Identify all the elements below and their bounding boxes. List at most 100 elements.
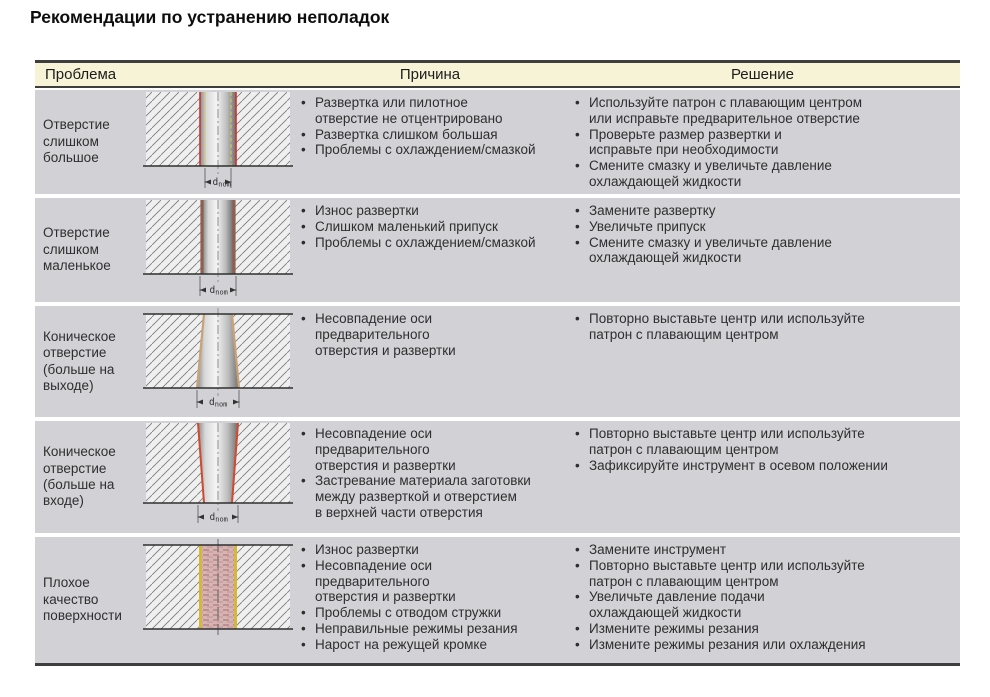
cause-text: Проблемы с охлаждением/смазкой <box>315 234 536 250</box>
solution-text: Увеличьте давление подачи охлаждающей жи… <box>589 589 765 621</box>
bullet-marker: • <box>301 142 306 158</box>
illustration-cell: dnom <box>140 90 295 194</box>
solution-text: Используйте патрон с плавающим центром и… <box>589 95 862 126</box>
solution-cell: • Используйте патрон с плавающим центром … <box>565 90 960 194</box>
dimension-dnom: dnom <box>197 512 238 524</box>
illustration-cell <box>140 537 295 663</box>
bullet-marker: • <box>575 158 580 174</box>
solution-text: Смените смазку и увеличьте давление охла… <box>589 158 832 189</box>
dimension-dnom: dnom <box>199 285 236 297</box>
hole-too-small-illustration: dnom <box>142 200 293 297</box>
solution-text: Замените инструмент <box>589 542 727 557</box>
table-row: Отверстие слишком большое <box>35 90 960 194</box>
bullet-marker: • <box>575 95 580 110</box>
list-item: •Слишком маленький припуск <box>299 219 563 235</box>
list-item: •Замените инструмент <box>573 542 958 558</box>
bullet-marker: • <box>575 557 580 573</box>
bullet-marker: • <box>575 426 580 441</box>
bullet-marker: • <box>301 95 306 110</box>
cause-cell: • Износ развертки •Слишком маленький прип… <box>295 198 565 302</box>
bullet-marker: • <box>575 636 580 652</box>
problem-label: Отверстие слишком маленькое <box>43 225 111 274</box>
cause-text: Износ развертки <box>315 542 419 557</box>
table-row: Отверстие слишком маленькое <box>35 198 960 302</box>
page-title: Рекомендации по устранению неполадок <box>30 7 390 27</box>
cause-list: • Износ развертки •Слишком маленький прип… <box>299 203 563 250</box>
bullet-marker: • <box>575 203 580 218</box>
bullet-marker: • <box>575 311 580 326</box>
list-item: • Замените развертку <box>573 203 958 219</box>
bullet-marker: • <box>301 542 306 557</box>
table-row: Плохое качество поверхности •Износ ра <box>35 537 960 663</box>
bullet-marker: • <box>301 311 306 326</box>
cause-text: Износ развертки <box>315 203 419 218</box>
problem-label: Коническое отверстие (больше на выходе) <box>43 328 116 393</box>
solution-text: Измените режимы резания или охлаждения <box>589 636 866 652</box>
list-item: •Развертка или пилотное отверстие не отц… <box>299 95 563 127</box>
solution-text: Измените режимы резания <box>589 620 759 636</box>
list-item: •Увеличьте давление подачи охлаждающей ж… <box>573 589 958 621</box>
solution-list: • Повторно выставьте центр или используйт… <box>573 311 958 343</box>
header-cause: Причина <box>399 66 461 83</box>
list-item: • Смените смазку и увеличьте давление охл… <box>573 158 958 190</box>
cause-text: Несовпадение оси предварительного отверс… <box>315 311 456 358</box>
cause-text: Проблемы с отводом стружки <box>315 605 502 621</box>
solution-text: Проверьте размер развертки и исправьте п… <box>589 126 782 158</box>
solution-text: Увеличьте припуск <box>589 218 706 234</box>
hole-too-large-illustration: dnom <box>142 92 293 189</box>
list-item: • Повторно выставьте центр или используйт… <box>573 311 958 343</box>
list-item: • Проблемы с охлаждением/смазкой <box>299 142 563 158</box>
tapered-hole-entry-illustration: dnom <box>142 423 293 524</box>
problem-label: Коническое отверстие (больше на входе) <box>43 444 116 509</box>
bullet-marker: • <box>301 473 306 489</box>
cause-text: Несовпадение оси предварительного отверс… <box>315 557 456 605</box>
solution-text: Смените смазку и увеличьте давление охла… <box>589 234 832 266</box>
bullet-marker: • <box>301 426 306 441</box>
bullet-marker: • <box>575 218 580 234</box>
tapered-hole-exit-illustration: dnom <box>142 308 293 409</box>
cause-text: Проблемы с охлаждением/смазкой <box>315 142 536 158</box>
list-item: • Повторно выставьте центр или используйт… <box>573 426 958 458</box>
poor-surface-illustration <box>142 539 293 635</box>
cause-cell: • Износ развертки • Несовпадение оси предв… <box>295 537 565 663</box>
cause-cell: •Несовпадение оси предварительного отвер… <box>295 421 565 533</box>
dnom-label: dnom <box>209 397 227 409</box>
solution-text: Замените развертку <box>589 203 716 218</box>
table-body: Отверстие слишком большое <box>35 90 960 666</box>
list-item: •Смените смазку и увеличьте давление охл… <box>573 235 958 267</box>
cause-list: • Износ развертки • Несовпадение оси предв… <box>299 542 563 652</box>
list-item: •Проблемы с отводом стружки <box>299 605 563 621</box>
bullet-marker: • <box>301 218 306 234</box>
illustration-cell: dnom <box>140 306 295 417</box>
cause-list: •Развертка или пилотное отверстие не отц… <box>299 95 563 158</box>
list-item: •Застревание материала заготовки между р… <box>299 473 563 520</box>
list-item: •Несовпадение оси предварительного отвер… <box>299 426 563 473</box>
list-item: • Несовпадение оси предварительного отвер… <box>299 558 563 605</box>
cause-list: •Несовпадение оси предварительного отвер… <box>299 426 563 521</box>
bullet-marker: • <box>301 234 306 250</box>
list-item: • Износ развертки <box>299 203 563 219</box>
solution-cell: • Повторно выставьте центр или используйт… <box>565 306 960 417</box>
bullet-marker: • <box>301 636 306 652</box>
bullet-marker: • <box>301 557 306 573</box>
cause-text: Нарост на режущей кромке <box>315 636 487 652</box>
solution-text: Повторно выставьте центр или используйте… <box>589 311 865 342</box>
solution-cell: • Повторно выставьте центр или используйт… <box>565 421 960 533</box>
bullet-marker: • <box>301 126 306 142</box>
table-header-row: Проблема Причина Решение <box>35 60 960 88</box>
dnom-label: dnom <box>209 285 227 297</box>
problem-label: Отверстие слишком большое <box>43 117 110 166</box>
bullet-marker: • <box>301 203 306 218</box>
bullet-marker: • <box>301 620 306 636</box>
list-item: •Развертка слишком большая <box>299 127 563 143</box>
illustration-cell: dnom <box>140 198 295 302</box>
dnom-label: dnom <box>212 177 230 189</box>
list-item: •Проверьте размер развертки и исправьте … <box>573 127 958 159</box>
cause-cell: • Несовпадение оси предварительного отвер… <box>295 306 565 417</box>
dnom-label: dnom <box>209 512 227 524</box>
solution-text: Повторно выставьте центр или используйте… <box>589 426 865 457</box>
header-solution: Решение <box>730 66 795 83</box>
bullet-marker: • <box>575 457 580 473</box>
solution-list: •Замените инструмент •Повторно выставьте… <box>573 542 958 652</box>
list-item: • Несовпадение оси предварительного отвер… <box>299 311 563 358</box>
